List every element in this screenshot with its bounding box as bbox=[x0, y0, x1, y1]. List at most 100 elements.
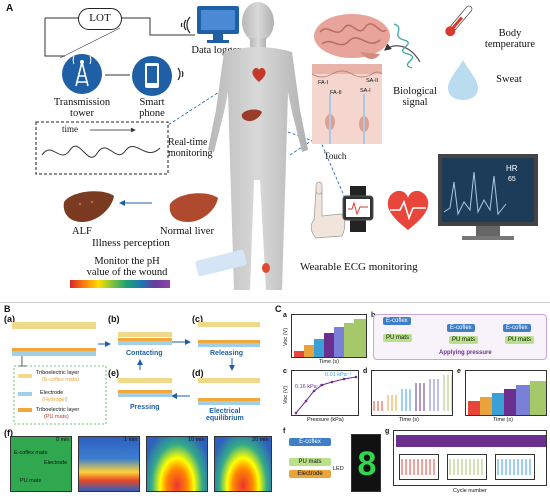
panel-c-d-tag: d bbox=[363, 368, 368, 375]
panel-c-tag: C bbox=[275, 304, 282, 314]
data-logger-monitor-icon bbox=[197, 6, 239, 43]
d-xlabel: Time (s) bbox=[399, 417, 419, 423]
current-step-plot bbox=[465, 370, 547, 416]
b-pu-3: PU mats bbox=[505, 336, 535, 344]
fa2-label: FA-II bbox=[330, 90, 342, 96]
voltage-step-plot bbox=[291, 314, 367, 358]
panel-b-f-tag: (f) bbox=[4, 428, 13, 438]
sweat-drop-icon bbox=[448, 60, 478, 100]
alf-label: ALF bbox=[72, 226, 92, 237]
monitor-ph-label: Monitor the pH value of the wound bbox=[86, 256, 168, 279]
panel-b-b-tag: (b) bbox=[108, 314, 120, 324]
alf-liver-icon bbox=[63, 191, 114, 222]
sa1-label: SA-I bbox=[360, 88, 371, 94]
f-electrode-label: Electrode bbox=[44, 460, 68, 466]
touch-label: Touch bbox=[324, 151, 347, 161]
body-temperature-label: Body temperature bbox=[484, 28, 536, 51]
b-ecoflex-2: E-coflex bbox=[447, 324, 475, 332]
a-ylabel: Voc (V) bbox=[283, 327, 289, 346]
g-xlabel: Cycle number bbox=[453, 488, 487, 494]
legend-triboelectric-2: Triboelectric layer bbox=[36, 407, 80, 413]
simulation-map-1 bbox=[78, 436, 140, 492]
f-time-1: 1 min bbox=[124, 437, 138, 443]
cycle-inset-1 bbox=[399, 454, 439, 480]
f-time-3: 20 min bbox=[252, 437, 269, 443]
simulation-map-0 bbox=[10, 436, 72, 492]
real-time-monitoring-label: Real-time monitoring bbox=[168, 137, 213, 159]
wifi-icon bbox=[180, 16, 191, 34]
f-ecoflex-layer: E-coflex bbox=[289, 438, 331, 446]
biological-signal-wave bbox=[393, 23, 414, 69]
panel-b: B (a) (b) (c) (e) (d) (f) bbox=[0, 304, 275, 496]
c-xlabel: Pressure (kPa) bbox=[307, 417, 344, 423]
sweat-label: Sweat bbox=[496, 74, 522, 85]
slope-2: 0.01 kPa⁻¹ bbox=[325, 372, 352, 378]
b-pu-1: PU mats bbox=[383, 334, 413, 342]
f-time-2: 10 min bbox=[188, 437, 205, 443]
transmission-tower-label: Transmission tower bbox=[53, 97, 111, 120]
a-xlabel: Time (s) bbox=[319, 359, 339, 365]
panel-c-a-tag: a bbox=[283, 312, 287, 319]
simulation-map-3 bbox=[214, 436, 272, 492]
heart-organ-icon bbox=[252, 67, 266, 82]
ph-color-scale bbox=[70, 280, 170, 288]
f-ecoflex-label: E-coflex mats bbox=[14, 450, 48, 456]
e-xlabel: Time (s) bbox=[493, 417, 513, 423]
thermometer-icon bbox=[445, 5, 473, 37]
panel-c-f-tag: f bbox=[283, 428, 286, 435]
panel-b-a-tag: (a) bbox=[4, 314, 15, 324]
panel-a: A LOT bbox=[6, 2, 538, 290]
lot-label: LOT bbox=[89, 12, 111, 24]
legend-triboelectric-1: Triboelectric layer bbox=[36, 370, 80, 376]
hr-label: HR bbox=[506, 164, 518, 173]
wound-spot bbox=[262, 263, 270, 273]
phone-wifi-icon bbox=[177, 67, 184, 81]
lot-cloud bbox=[78, 8, 122, 30]
cycle-inset-3 bbox=[495, 454, 535, 480]
normal-liver-label: Normal liver bbox=[160, 226, 214, 237]
ecg-heart-icon bbox=[387, 190, 429, 230]
illness-perception-label: Illness perception bbox=[92, 237, 170, 249]
panel-divider bbox=[0, 302, 550, 303]
panel-a-tag: A bbox=[6, 3, 14, 14]
wearable-ecg-label: Wearable ECG monitoring bbox=[300, 261, 418, 273]
legend-electrode: Electrode bbox=[40, 390, 64, 396]
panel-b-tag: B bbox=[4, 304, 11, 314]
smart-phone-icon bbox=[132, 56, 172, 96]
led-photo: 8 bbox=[351, 434, 381, 492]
sa2-label: SA-II bbox=[366, 78, 379, 84]
svg-text:8: 8 bbox=[358, 445, 377, 483]
body-liver-icon bbox=[241, 109, 262, 122]
legend-hydrogel: (Hydrogel) bbox=[42, 397, 68, 403]
panel-c-e-tag: e bbox=[457, 368, 461, 375]
cycle-inset-2 bbox=[447, 454, 487, 480]
skin-cross-section bbox=[312, 64, 382, 144]
f-electrode-layer: Electrode bbox=[289, 470, 331, 478]
triboelectric-schematics bbox=[12, 322, 260, 425]
c-ylabel: Voc (V) bbox=[283, 385, 289, 404]
electrical-equilibrium-label: Electrical equilibrium bbox=[206, 408, 244, 422]
panel-c: C a b c d e f g Voc (V) Time (s) E-cofle… bbox=[275, 304, 550, 496]
brain-icon bbox=[314, 14, 390, 59]
biological-signal-label: Biological signal bbox=[393, 86, 437, 109]
releasing-label: Releasing bbox=[210, 350, 244, 357]
panel-b-d-tag: (d) bbox=[192, 368, 204, 378]
hr-value: 65 bbox=[508, 176, 516, 183]
b-ecoflex-1: E-coflex bbox=[383, 317, 411, 325]
f-time-0: 0 min bbox=[56, 437, 70, 443]
simulation-map-2 bbox=[146, 436, 208, 492]
transmission-tower-icon bbox=[62, 54, 102, 94]
contacting-label: Contacting bbox=[126, 350, 163, 357]
slope-1: 0.16 kPa⁻¹ bbox=[295, 384, 322, 390]
time-label: time bbox=[62, 124, 78, 134]
panel-b-c-tag: (c) bbox=[192, 314, 203, 324]
fa1-label: FA-I bbox=[318, 80, 329, 86]
b-pu-2: PU mats bbox=[449, 336, 479, 344]
led-label: LED bbox=[333, 466, 344, 472]
panel-c-g-tag: g bbox=[385, 428, 390, 435]
applying-pressure-label: Applying pressure bbox=[439, 350, 492, 356]
voltage-frequency-plot bbox=[371, 370, 453, 416]
ecg-wearable-icon bbox=[342, 186, 374, 232]
b-ecoflex-3: E-coflex bbox=[503, 324, 531, 332]
f-pu-layer: PU mats bbox=[289, 458, 331, 466]
